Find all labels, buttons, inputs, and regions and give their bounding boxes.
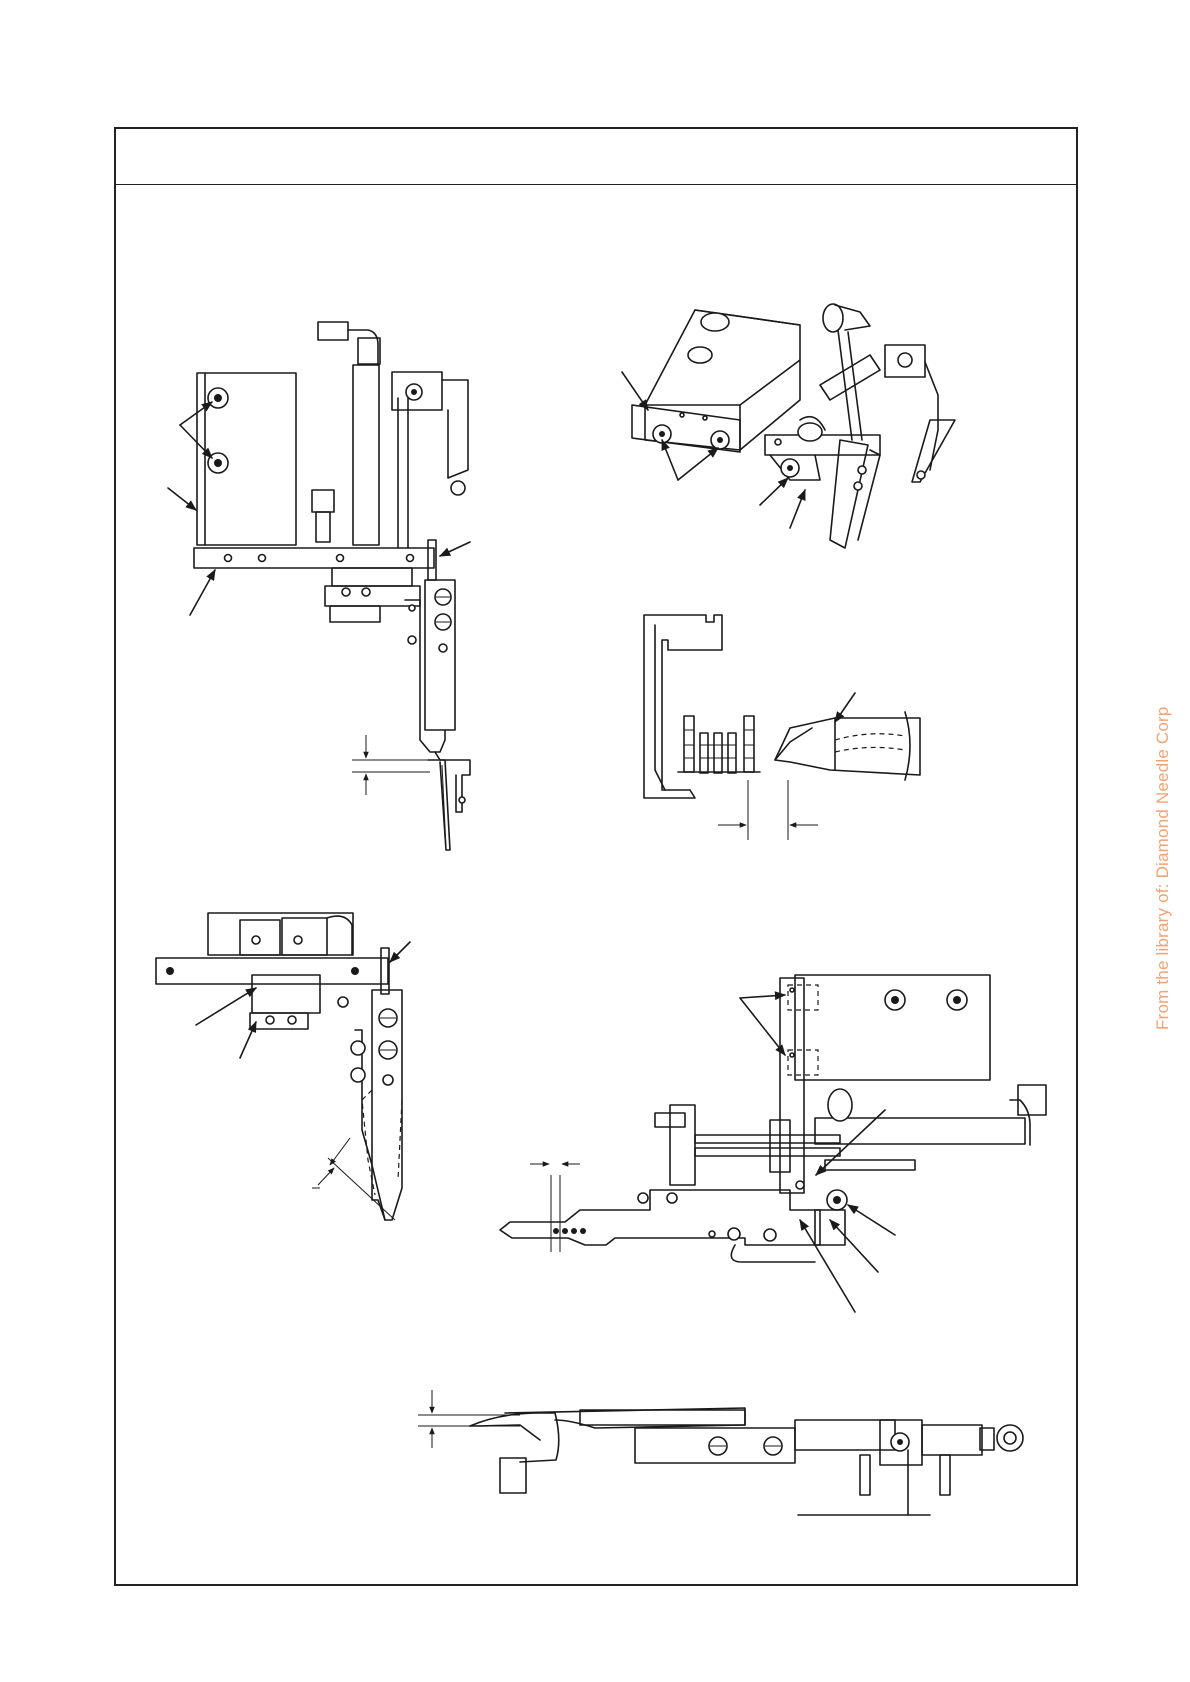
fig-bottom-drawing: [418, 1390, 1023, 1515]
library-watermark: From the library of: Diamond Needle Corp: [1153, 630, 1173, 1030]
fig-top-right-drawing: [622, 304, 955, 548]
feed-dog-teeth: [678, 716, 760, 773]
fig-middle-left-drawing: [156, 913, 410, 1220]
fig-lower-right-drawing: [500, 975, 1046, 1312]
fig-top-left-drawing: [168, 322, 470, 850]
fig-middle-right-drawing: [644, 615, 920, 840]
